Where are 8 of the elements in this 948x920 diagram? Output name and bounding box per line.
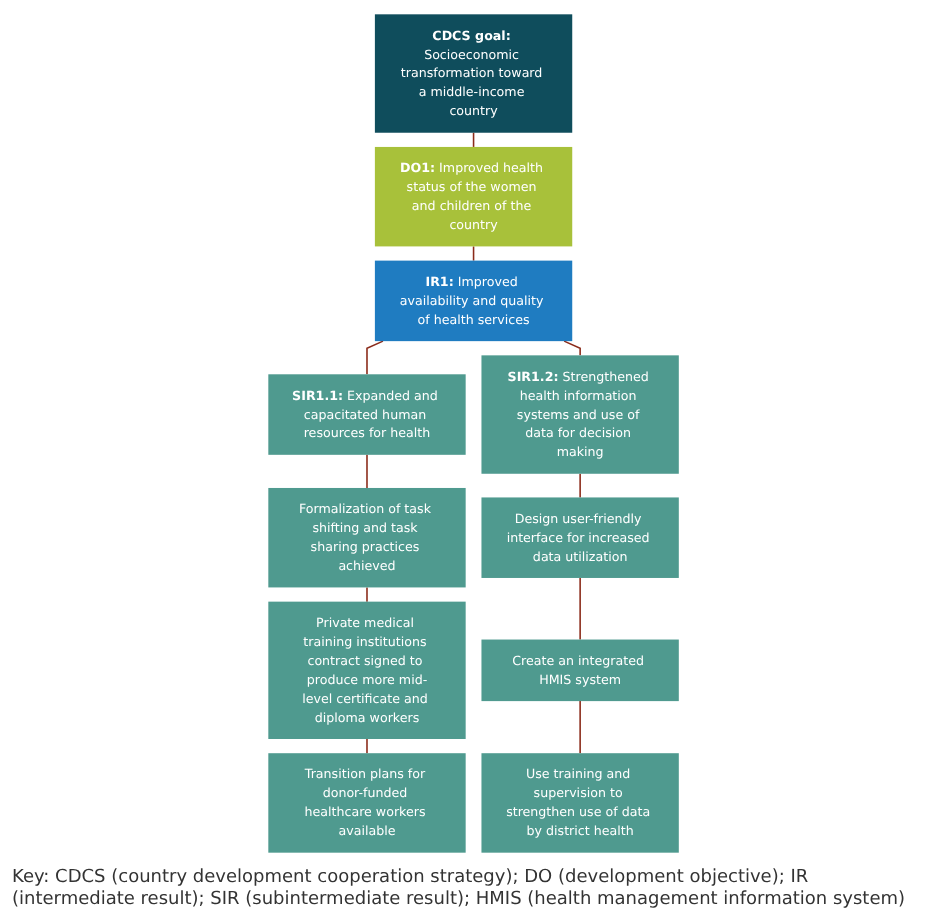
- key-note: Key: CDCS (country development cooperation strategy); DO (development objective); IR (intermediate result); SIR (subintermediate result); HMIS (health management information system): [12, 867, 908, 912]
- connector: [579, 700, 582, 754]
- connector: [579, 577, 582, 641]
- connector: [563, 340, 582, 357]
- connector: [366, 586, 369, 603]
- connector: [366, 454, 369, 489]
- connector: [366, 738, 369, 754]
- connector: [579, 472, 582, 499]
